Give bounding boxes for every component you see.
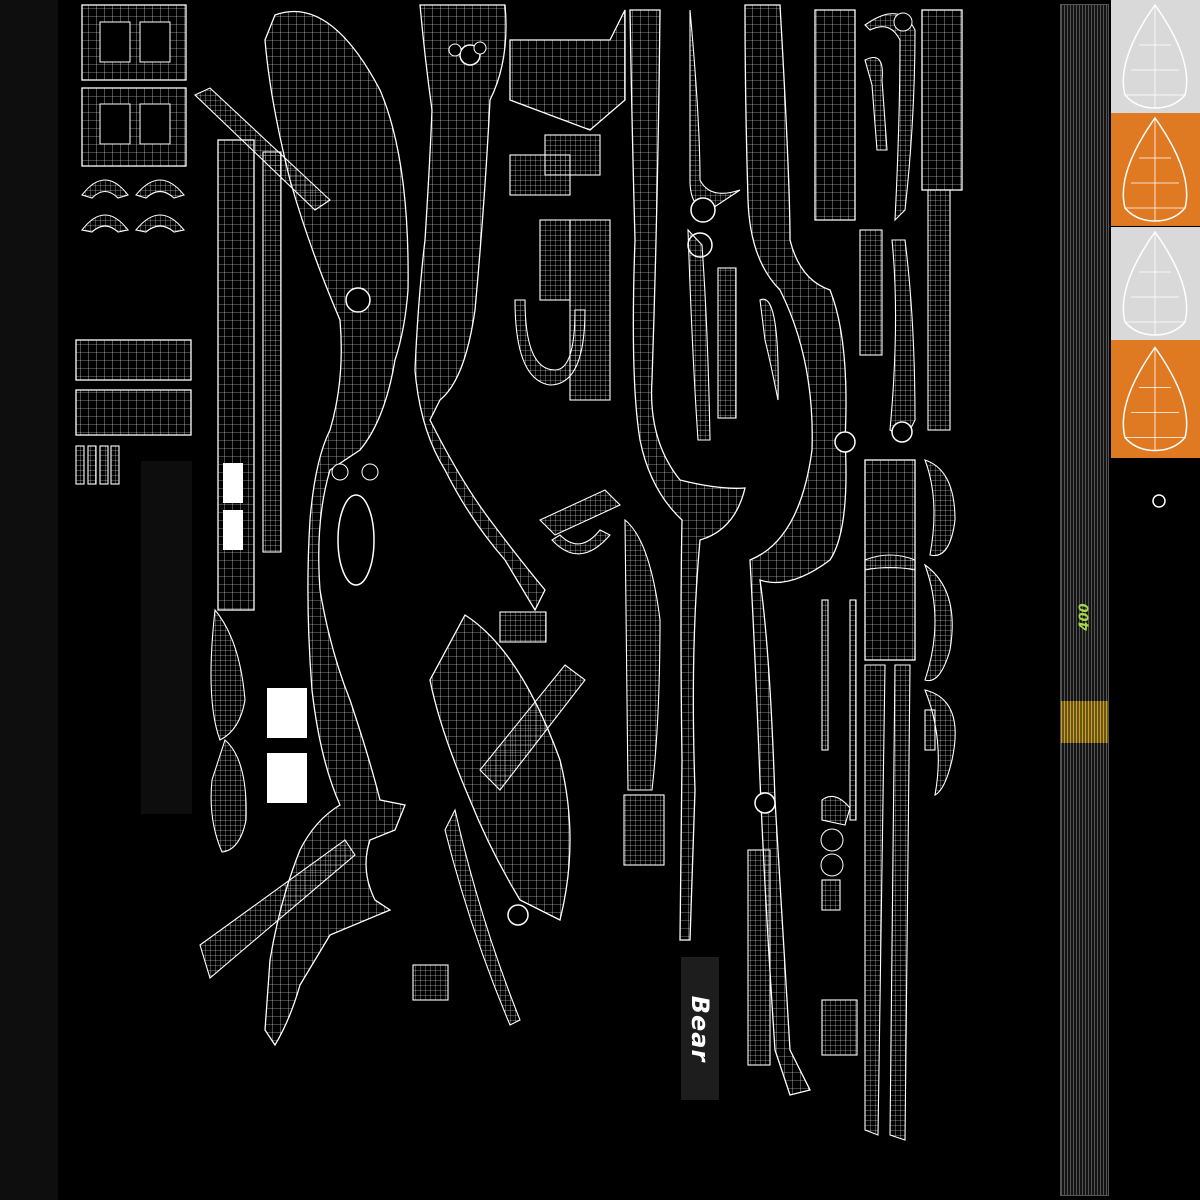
- small-ring-marker: [1152, 494, 1166, 508]
- swatch-orange-1: [1111, 113, 1200, 226]
- sight-parts: [509, 9, 626, 401]
- bear-logo-label: Bear: [681, 957, 719, 1100]
- grip-pieces: [820, 459, 956, 1141]
- left-margin-strip: [0, 0, 58, 1200]
- riser-2: [412, 4, 621, 1026]
- string-strands: [1061, 5, 1108, 1195]
- swatch-light-1: [1111, 0, 1200, 113]
- bear-logo-text: Bear: [686, 995, 714, 1062]
- white-squares: [223, 463, 307, 803]
- swatch-orange-2: [1111, 340, 1200, 458]
- dark-uv-panel: [141, 461, 192, 814]
- limb-1: [623, 9, 746, 941]
- string-brand-label: 400: [1077, 603, 1093, 631]
- limb-2: [744, 4, 856, 1096]
- riser-1: [194, 10, 409, 1047]
- swatch-light-2: [1111, 227, 1200, 340]
- vertical-strips: [210, 139, 282, 853]
- hook-pieces: [687, 9, 779, 441]
- cage-blocks: [81, 4, 187, 233]
- string-serving-gold: [1061, 701, 1108, 743]
- bowstring-texture: 400: [1060, 4, 1109, 1196]
- right-hooks: [814, 9, 963, 443]
- left-small-blocks: [75, 339, 192, 485]
